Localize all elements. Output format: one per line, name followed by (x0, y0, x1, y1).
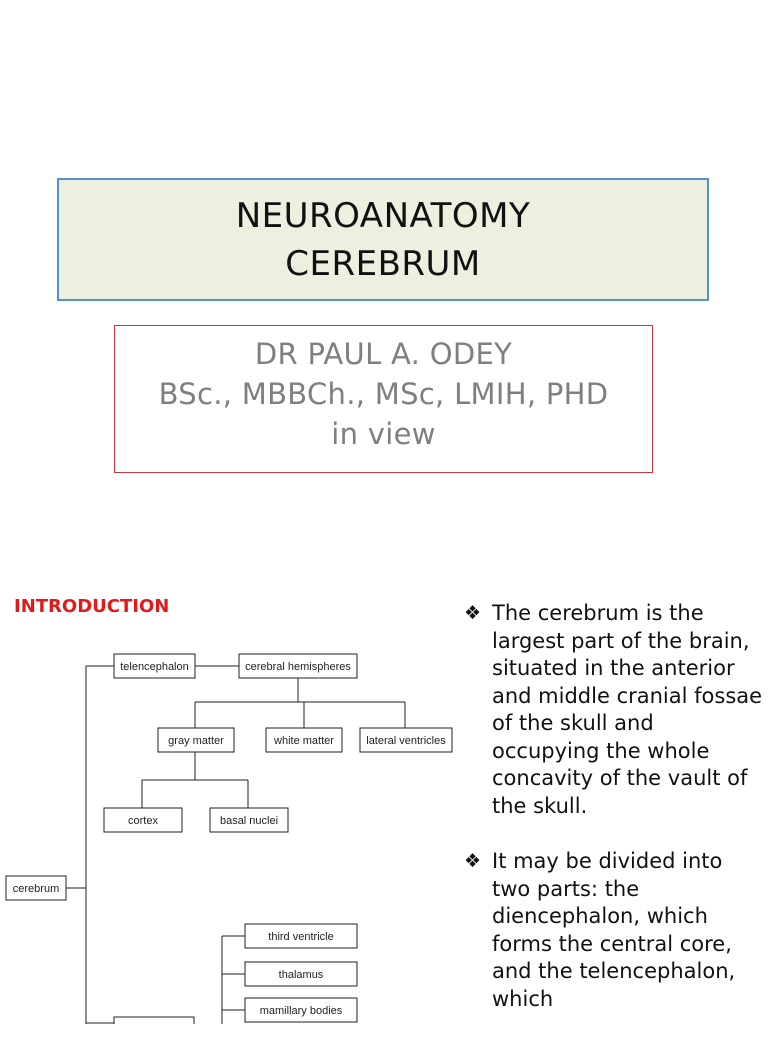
author-name: DR PAUL A. ODEY (254, 337, 513, 371)
node-third-ventricle-label: third ventricle (268, 931, 333, 943)
node-telencephalon: telencephalon (113, 653, 196, 679)
bullet-text-1: The cerebrum is the largest part of the … (492, 601, 763, 818)
node-gray-matter: gray matter (157, 727, 235, 753)
node-gray-matter-label: gray matter (168, 735, 224, 747)
node-white-matter: white matter (265, 727, 343, 753)
node-mamillary-bodies: mamillary bodies (244, 997, 358, 1023)
node-cortex: cortex (103, 807, 183, 833)
node-cerebrum-label: cerebrum (13, 883, 59, 895)
node-lateral-ventricles-label: lateral ventricles (366, 735, 446, 747)
title-line-2: CEREBRUM (285, 243, 481, 284)
node-thalamus: thalamus (244, 961, 358, 987)
author-note: in view (331, 417, 436, 451)
node-mamillary-bodies-label: mamillary bodies (260, 1005, 343, 1017)
node-thalamus-label: thalamus (279, 969, 324, 981)
diamond-bullet-icon: ❖ (464, 602, 482, 624)
bullet-item-2: ❖ It may be divided into two parts: the … (464, 848, 764, 1013)
node-lower-branch-partial (113, 1016, 195, 1024)
title-line-1: NEUROANATOMY (235, 195, 531, 236)
author-degrees: BSc., MBBCh., MSc, LMIH, PHD (158, 377, 609, 411)
node-third-ventricle: third ventricle (244, 923, 358, 949)
author-box: DR PAUL A. ODEY BSc., MBBCh., MSc, LMIH,… (114, 325, 653, 473)
bullet-item-1: ❖ The cerebrum is the largest part of th… (464, 600, 764, 820)
bullet-text-2: It may be divided into two parts: the di… (492, 849, 736, 1011)
node-white-matter-label: white matter (273, 735, 334, 747)
diamond-bullet-icon: ❖ (464, 850, 482, 872)
bullet-list: ❖ The cerebrum is the largest part of th… (464, 600, 764, 1041)
cerebrum-hierarchy-diagram: cerebrum telencephalon cerebral hemisphe… (5, 653, 453, 1024)
node-cortex-label: cortex (128, 815, 158, 827)
node-cerebrum: cerebrum (5, 875, 67, 901)
intro-heading: INTRODUCTION (14, 596, 170, 617)
title-box: NEUROANATOMY CEREBRUM (57, 178, 709, 301)
node-basal-nuclei-label: basal nuclei (220, 815, 278, 827)
node-cerebral-hemispheres: cerebral hemispheres (238, 653, 358, 679)
node-lateral-ventricles: lateral ventricles (359, 727, 453, 753)
node-telencephalon-label: telencephalon (120, 661, 189, 673)
node-cerebral-hemispheres-label: cerebral hemispheres (245, 661, 351, 673)
node-basal-nuclei: basal nuclei (209, 807, 289, 833)
